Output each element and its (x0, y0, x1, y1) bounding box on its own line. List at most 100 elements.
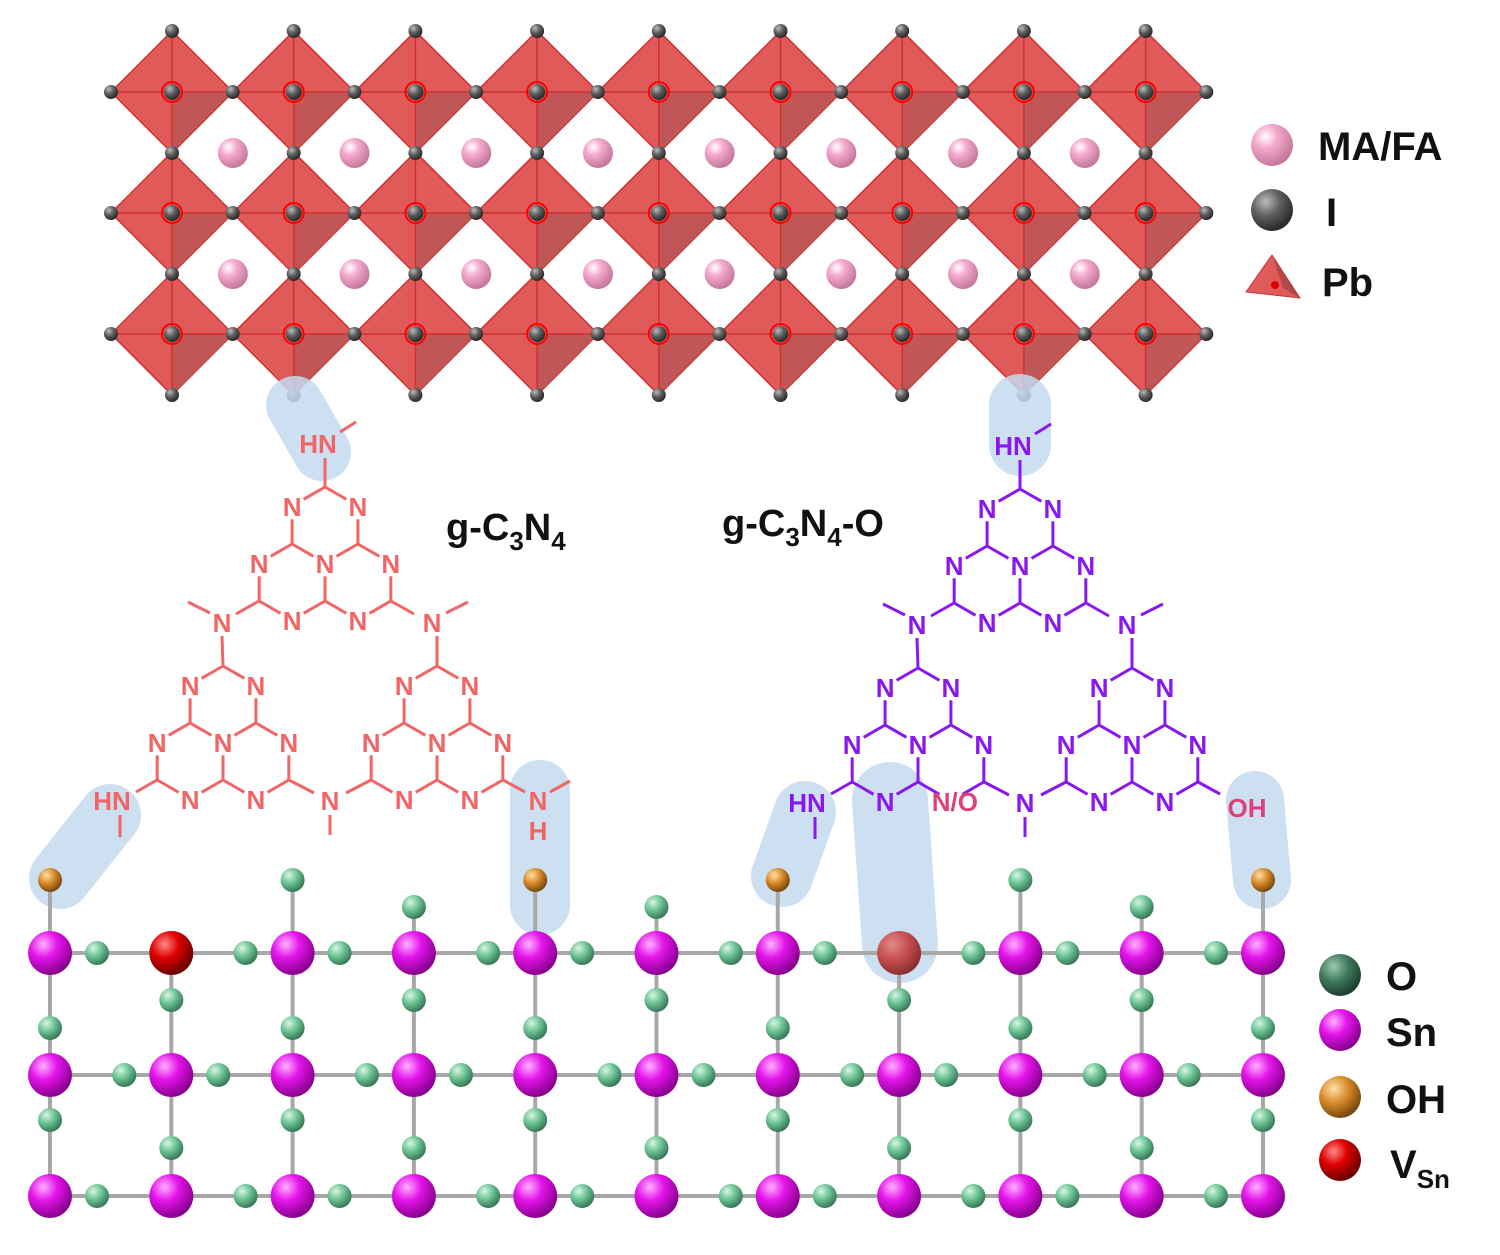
iodide-atom (895, 267, 910, 281)
iodide-atom (1138, 388, 1153, 402)
oxygen-atom (401, 988, 426, 1012)
bond (445, 600, 469, 615)
octahedron-shadow-face (658, 213, 720, 274)
title-subscript: 4 (827, 522, 842, 552)
vacancy-symbol: V (1390, 1143, 1417, 1187)
pb-atom (282, 323, 305, 345)
interaction-highlight (266, 376, 351, 481)
iodide-atom (834, 206, 849, 220)
oxygen-atom (159, 988, 184, 1012)
bond (187, 600, 211, 615)
bond (851, 780, 875, 796)
iodide-atom (712, 206, 727, 220)
bond (1131, 666, 1155, 682)
bond (983, 780, 1010, 797)
ma-fa-cation (948, 138, 979, 168)
iodide-atom (225, 206, 240, 220)
tin-atom (28, 1174, 72, 1218)
bond (1019, 487, 1043, 503)
bond (1034, 422, 1052, 436)
tin-atom (755, 1174, 800, 1218)
iodide-atom (408, 267, 423, 281)
bond (1140, 602, 1164, 617)
tin-atom (755, 931, 800, 975)
pb-atom (161, 323, 183, 345)
pb-atom (1012, 202, 1035, 224)
oxygen-atom (644, 1136, 669, 1160)
bond (189, 721, 213, 737)
tin-atom (998, 1053, 1043, 1097)
tin-atom (391, 1174, 436, 1218)
tin-atom (634, 1053, 679, 1097)
legend-label-sn: Sn (1386, 1011, 1437, 1055)
nitrogen-label: N (461, 671, 480, 701)
octahedron-shadow-face (415, 92, 477, 153)
tin-atom (28, 931, 72, 975)
tin-atom (391, 931, 436, 975)
iodide-atom (650, 205, 667, 221)
oxygen-atom (840, 1063, 865, 1087)
iodide-atom (408, 146, 423, 160)
octahedron-shadow-face (172, 92, 233, 153)
terminal-nh-label: HN (994, 431, 1032, 461)
oxygen-atom (570, 941, 595, 965)
oxygen-atom (1008, 1016, 1033, 1040)
bond (403, 721, 427, 737)
tin-atom (998, 1174, 1043, 1218)
bond (381, 721, 405, 737)
oxygen-atom (476, 941, 501, 965)
bond (1175, 780, 1199, 796)
iodide-atom (1015, 326, 1032, 342)
interaction-highlight (852, 762, 938, 983)
pb-atom (526, 323, 549, 345)
oxygen-atom (112, 1063, 137, 1087)
iodide-sphere-icon (1251, 189, 1293, 231)
nitrogen-label: N (529, 786, 548, 816)
ma-fa-cation (217, 138, 248, 168)
oxygen-atom (476, 1184, 501, 1208)
iodide-atom (955, 206, 970, 220)
bond (964, 544, 988, 560)
hydroxyl-group (1251, 868, 1275, 892)
nitrogen-label: N (214, 728, 233, 758)
iodide-atom (529, 326, 546, 342)
iodide-atom (165, 267, 179, 281)
bond (1098, 723, 1122, 739)
bond (1040, 780, 1067, 797)
oxygen-sphere-icon (1319, 954, 1361, 996)
nitrogen-label: N (213, 608, 232, 638)
bond (339, 420, 357, 434)
pb-atom (1012, 323, 1035, 345)
iodide-atom (1138, 146, 1153, 160)
nitrogen-label: N (1044, 608, 1063, 638)
nitrogen-label: N (1057, 730, 1076, 760)
iodide-atom (1137, 84, 1154, 100)
bond (167, 721, 191, 737)
bond (895, 666, 919, 682)
nitrogen-label: N (247, 785, 266, 815)
iodide-atom (286, 146, 301, 160)
ma-fa-cation (704, 259, 735, 289)
oxygen-atom (38, 1016, 62, 1040)
n-o-substitution-label: N/O (932, 787, 978, 817)
title-subscript: 4 (551, 526, 566, 556)
iodide-atom (772, 205, 789, 221)
octahedron-shadow-face (415, 334, 477, 395)
oxygen-atom (1204, 941, 1228, 965)
bond (414, 664, 438, 680)
hydroxyl-group (523, 868, 548, 892)
iodide-atom (347, 85, 362, 99)
bond (436, 664, 460, 680)
iodide-atom (651, 388, 666, 402)
bond (915, 637, 920, 669)
octahedron-shadow-face (537, 92, 599, 153)
octahedron-shadow-face (780, 213, 842, 274)
pb-atom (1134, 81, 1157, 103)
octahedron-shadow-face (902, 92, 964, 153)
tin-atom (149, 1174, 194, 1218)
nitrogen-label: N (945, 551, 964, 581)
octahedron-shadow-face (1023, 334, 1085, 395)
pb-atom (647, 202, 670, 224)
